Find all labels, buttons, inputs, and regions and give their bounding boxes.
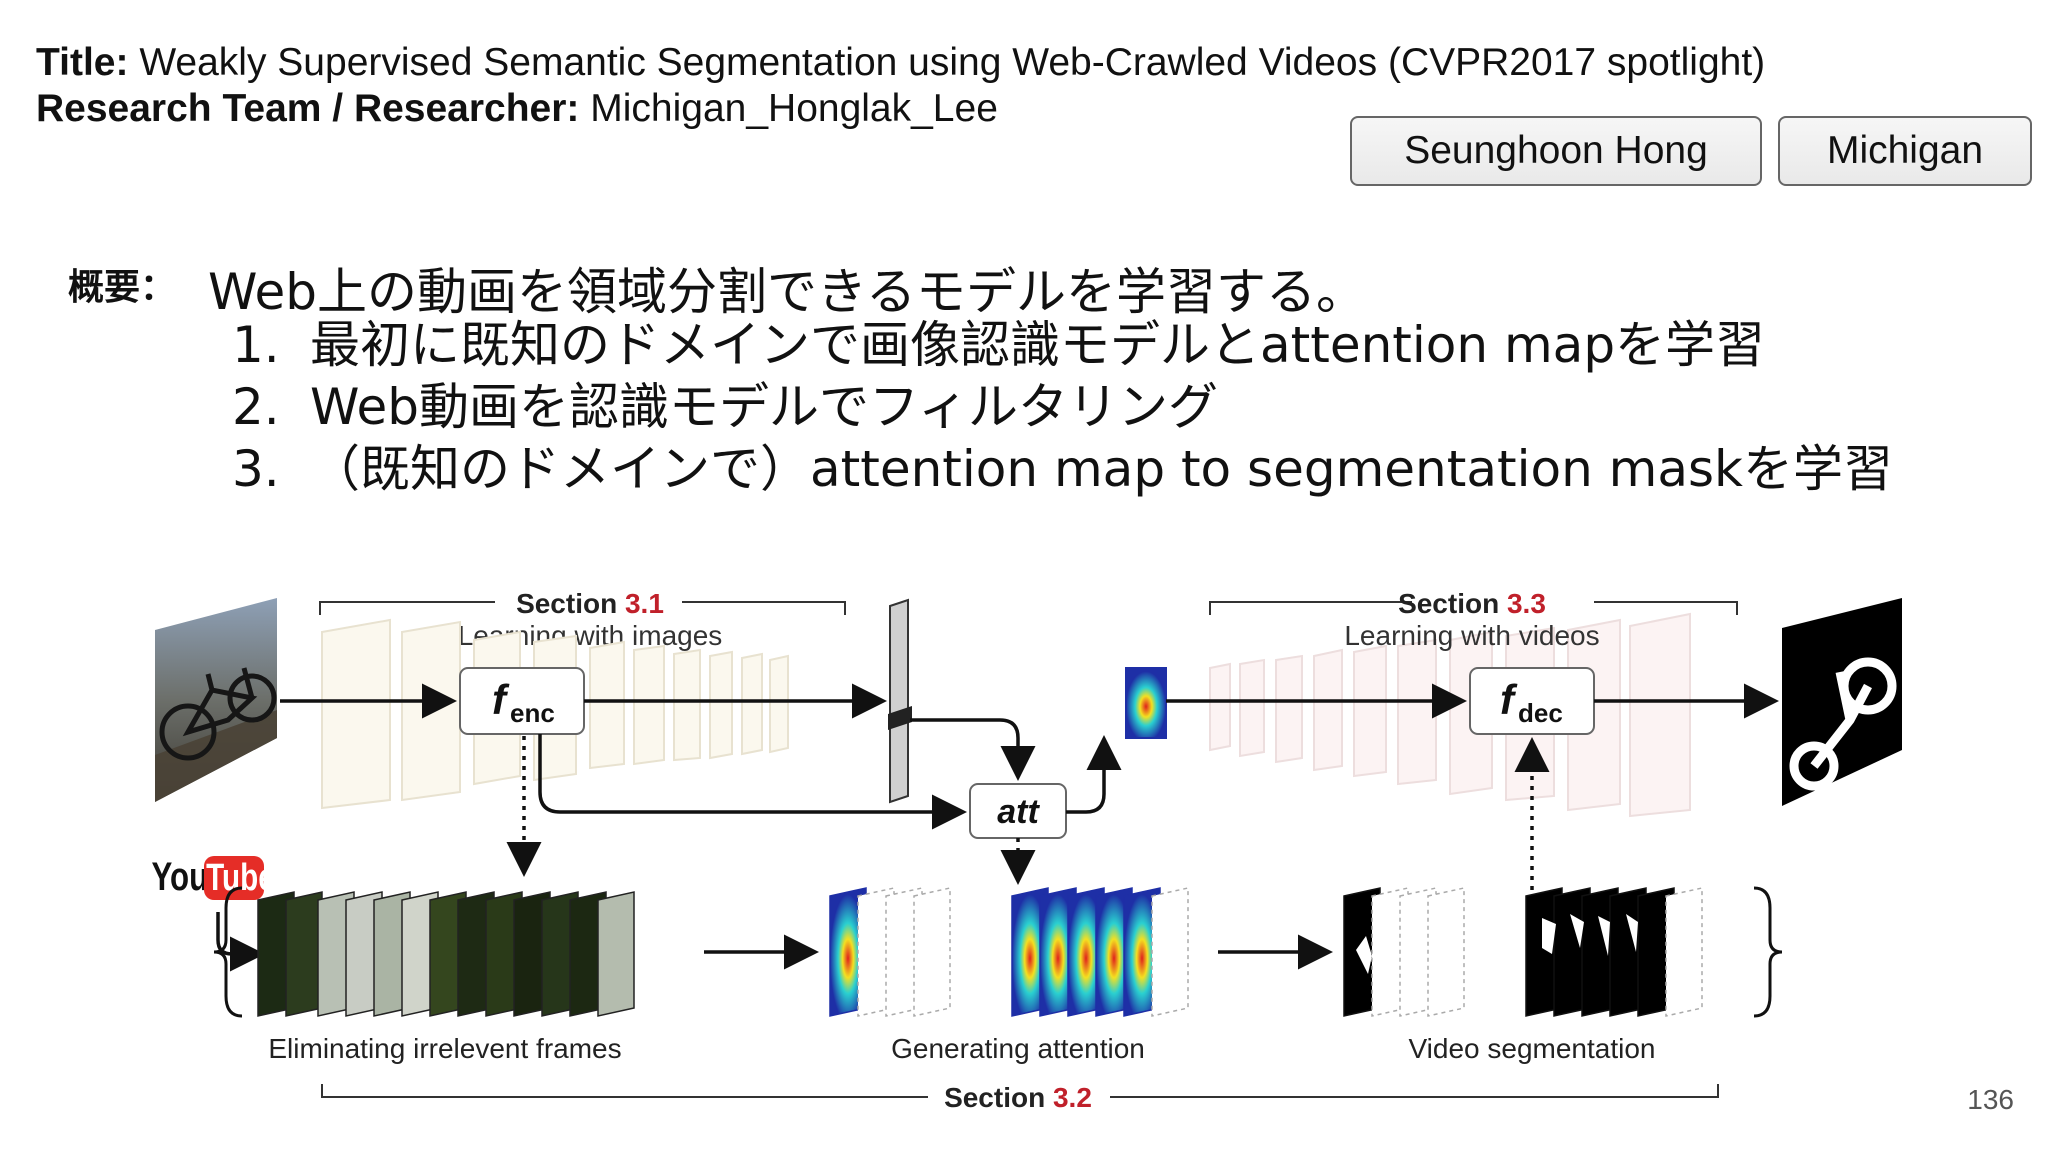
flow-arrows — [280, 683, 1779, 970]
decoder-box: f dec — [1469, 667, 1595, 735]
attention-frames — [829, 887, 1189, 1017]
section-3-3-caption: Learning with videos — [1344, 620, 1599, 651]
attention-box: att — [969, 783, 1067, 839]
section-3-3-number: 3.3 — [1507, 588, 1546, 619]
svg-text:Section 3.1: Section 3.1 — [516, 588, 664, 619]
video-frames — [257, 891, 635, 1017]
segmentation-shapes — [1356, 914, 1638, 974]
output-mask — [1782, 598, 1902, 806]
encoder-symbol: f — [492, 676, 510, 723]
caption-eliminating: Eliminating irrelevent frames — [268, 1033, 621, 1064]
section-3-2-number: 3.2 — [1053, 1082, 1092, 1110]
caption-video: Video segmentation — [1409, 1033, 1656, 1064]
youtube-tube-text: Tube — [206, 857, 275, 899]
section-3-1-prefix: Section — [516, 588, 625, 619]
step-text: 最初に既知のドメインで画像認識モデルとattention mapを学習 — [310, 316, 1766, 374]
summary-steps: 1. 最初に既知のドメインで画像認識モデルとattention mapを学習 2.… — [232, 314, 1893, 500]
section-3-2-label: Section 3.2 — [321, 1082, 1719, 1110]
left-brace — [213, 886, 243, 1018]
decoder-symbol: f — [1500, 676, 1518, 723]
title-label: Title: — [36, 41, 129, 84]
right-brace — [1753, 886, 1783, 1018]
team-name: Michigan_Honglak_Lee — [590, 87, 998, 130]
youtube-logo: You Tube — [152, 854, 275, 972]
attention-map-small — [1125, 667, 1167, 739]
decoder-subscript: dec — [1518, 698, 1563, 728]
summary-label: 概要： — [68, 267, 177, 308]
step-text: （既知のドメインで）attention map to segmentation … — [310, 440, 1894, 498]
step-item: 3. （既知のドメインで）attention map to segmentatio… — [232, 438, 1893, 500]
section-3-1-number: 3.1 — [625, 588, 664, 619]
step-number: 2. — [232, 378, 280, 436]
svg-text:Section 3.3: Section 3.3 — [1398, 588, 1546, 619]
step-item: 2. Web動画を認識モデルでフィルタリング — [232, 376, 1893, 438]
section-3-2-prefix: Section — [944, 1082, 1053, 1110]
affiliation-tag[interactable]: Michigan — [1778, 116, 2032, 186]
step-number: 3. — [232, 440, 280, 498]
step-text: Web動画を認識モデルでフィルタリング — [310, 378, 1219, 436]
section-3-1-label: Section 3.1 Learning with images — [319, 588, 846, 651]
input-image — [155, 598, 277, 802]
youtube-you-text: You — [152, 854, 209, 899]
step-number: 1. — [232, 316, 280, 374]
author-tag[interactable]: Seunghoon Hong — [1350, 116, 1762, 186]
section-3-3-prefix: Section — [1398, 588, 1507, 619]
dotted-arrows — [506, 736, 1550, 890]
team-label: Research Team / Researcher: — [36, 87, 580, 130]
team-line: Research Team / Researcher: Michigan_Hon… — [36, 86, 1765, 132]
page-number: 136 — [1967, 1084, 2014, 1115]
step-item: 1. 最初に既知のドメインで画像認識モデルとattention mapを学習 — [232, 314, 1893, 376]
encoder-subscript: enc — [510, 698, 555, 728]
summary-main: Web上の動画を領域分割できるモデルを学習する。 — [208, 263, 1367, 321]
classifier-vector — [888, 598, 912, 804]
slide-header: Title: Weakly Supervised Semantic Segmen… — [36, 40, 1765, 132]
encoder-box: f enc — [459, 667, 585, 735]
attention-label: att — [997, 793, 1040, 831]
title-line: Title: Weakly Supervised Semantic Segmen… — [36, 40, 1765, 86]
method-diagram: Section 3.1 Learning with images Section… — [152, 588, 1902, 1110]
segmentation-frames — [1343, 887, 1703, 1017]
caption-generating: Generating attention — [891, 1033, 1145, 1064]
svg-text:Section 3.2: Section 3.2 — [944, 1082, 1092, 1110]
section-3-3-label: Section 3.3 Learning with videos — [1209, 588, 1738, 651]
paper-title: Weakly Supervised Semantic Segmentation … — [139, 41, 1766, 84]
